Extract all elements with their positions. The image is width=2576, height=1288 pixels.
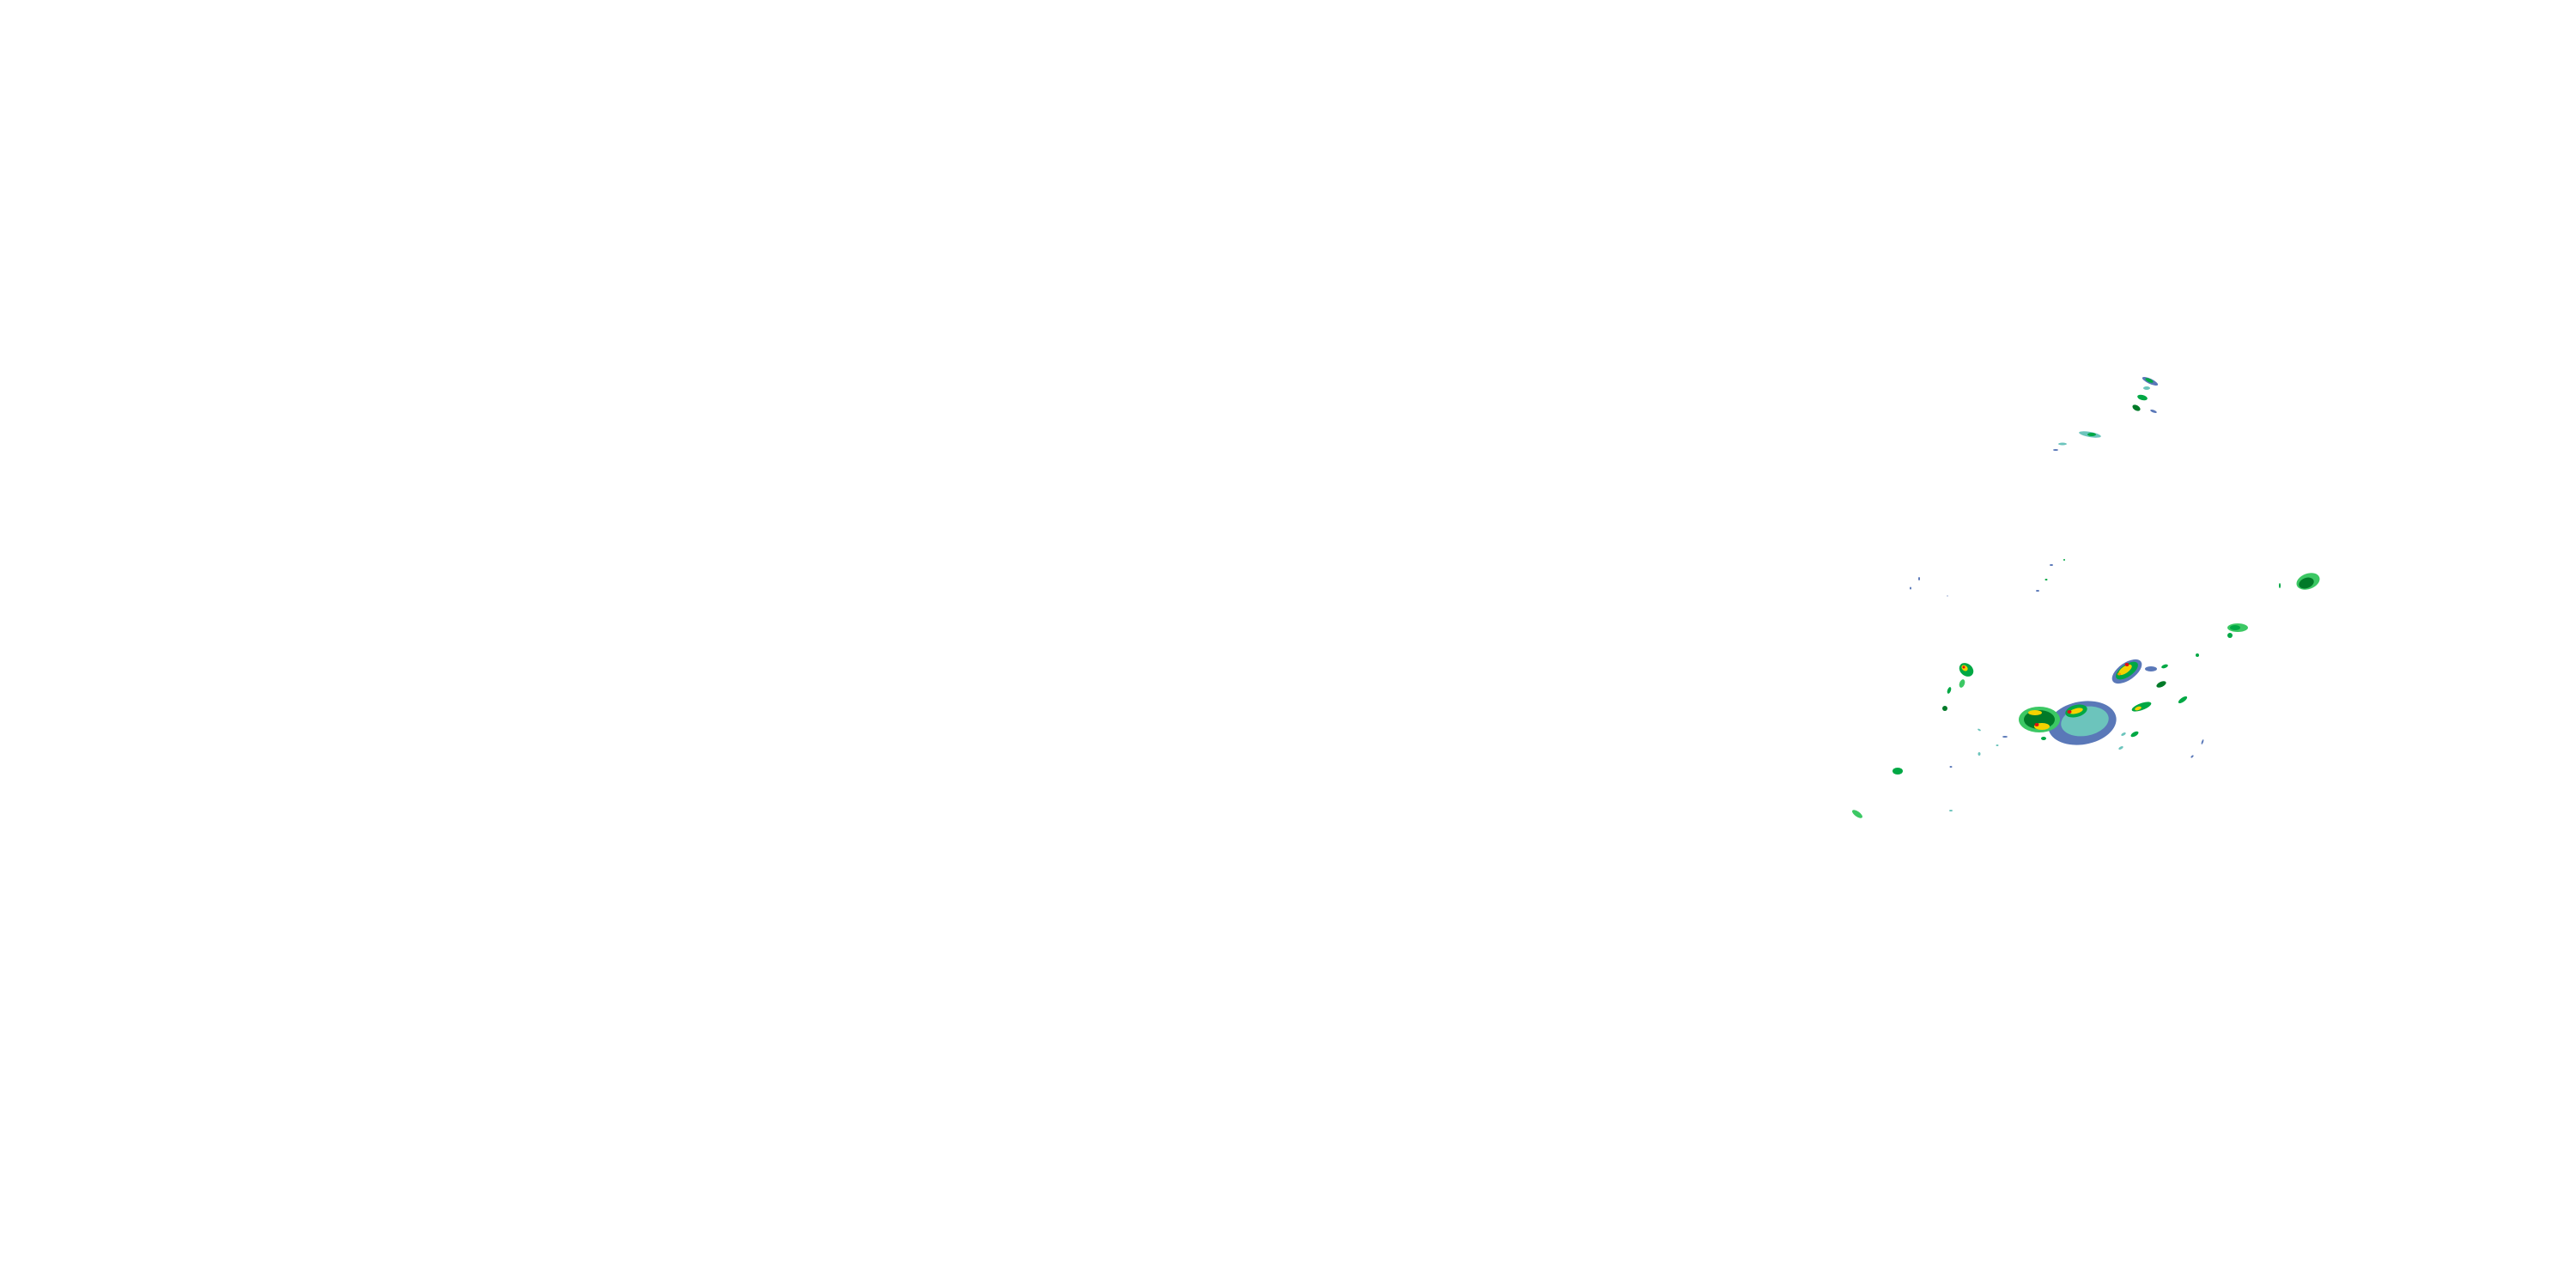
radar-echo <box>2161 664 2168 669</box>
radar-echo <box>1949 810 1953 811</box>
radar-echo <box>2063 559 2065 561</box>
radar-echo <box>2156 681 2166 688</box>
radar-echo <box>2036 590 2039 592</box>
convective-core <box>2034 723 2039 726</box>
radar-echo <box>2118 746 2123 750</box>
radar-echo <box>1942 706 1947 711</box>
radar-echo <box>2143 386 2150 390</box>
radar-echo <box>1959 679 1965 688</box>
radar-echo <box>2050 564 2053 566</box>
convective-core <box>2067 710 2072 714</box>
radar-echo <box>2058 442 2067 446</box>
radar-echo <box>2002 736 2008 738</box>
convective-core <box>2069 708 2083 714</box>
convective-core <box>2118 664 2132 676</box>
radar-echo <box>1852 810 1862 818</box>
radar-echo <box>1949 766 1953 768</box>
radar-echo <box>2279 583 2281 588</box>
radar-echo <box>2137 394 2148 401</box>
radar-echo <box>2044 579 2048 580</box>
radar-echo <box>2131 702 2152 712</box>
radar-echo <box>2053 449 2058 451</box>
convective-core <box>2124 663 2129 666</box>
radar-echo <box>1962 665 1965 669</box>
radar-echo <box>2150 410 2157 413</box>
radar-echo <box>2130 731 2139 738</box>
radar-echo <box>2041 737 2046 740</box>
radar-echo <box>2132 404 2141 411</box>
radar-echo <box>1918 577 1920 580</box>
radar-echo <box>1893 768 1903 775</box>
radar-echo <box>2201 739 2204 744</box>
radar-echo <box>2087 433 2096 436</box>
radar-echo <box>2178 696 2188 704</box>
radar-echo <box>2145 666 2157 671</box>
convective-core <box>2117 672 2121 676</box>
radar-echo <box>1910 586 1911 590</box>
radar-echo <box>2121 732 2126 736</box>
radar-echo <box>2135 706 2142 711</box>
radar-echo <box>2227 633 2233 638</box>
radar-echo <box>1978 752 1981 756</box>
radar-echo <box>2196 653 2199 657</box>
radar-echo <box>2145 378 2154 383</box>
radar-echo <box>1996 744 1999 746</box>
radar-echo <box>2230 625 2240 630</box>
convective-core <box>2028 710 2042 715</box>
radar-echo <box>1978 728 1981 732</box>
radar-echo <box>2190 755 2194 758</box>
radar-echo <box>2299 577 2314 589</box>
radar-echo <box>1947 687 1952 694</box>
